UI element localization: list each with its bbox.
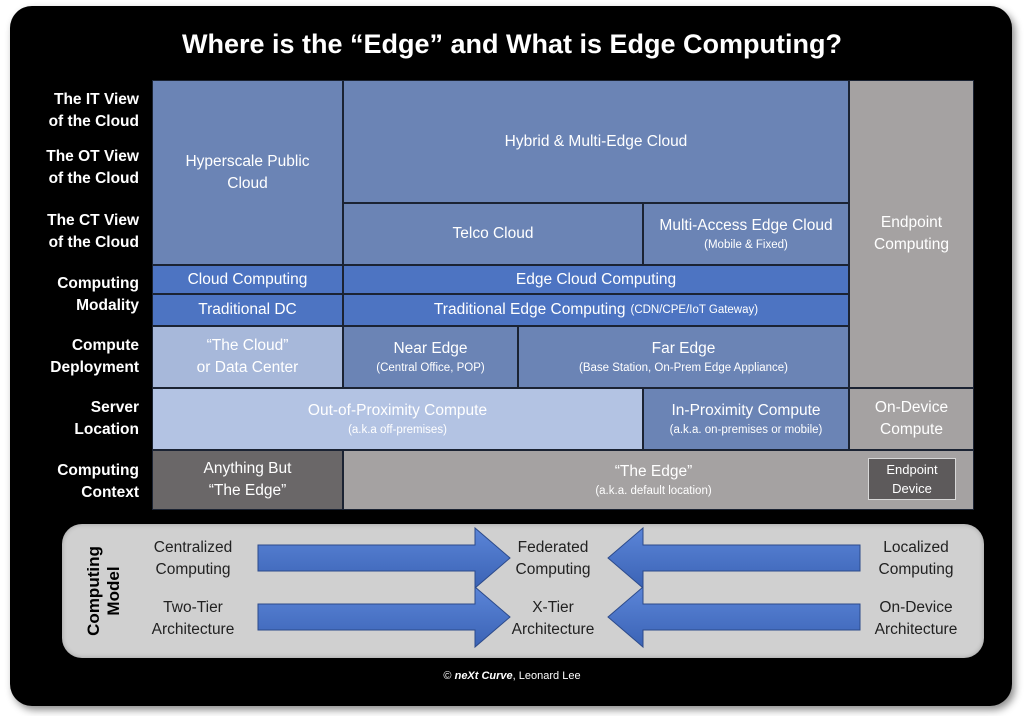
copyright-notice: © neXt Curve, Leonard Lee [443,670,581,682]
cell-hyperscale-public-cloud: Hyperscale Public Cloud [152,80,343,265]
arrow-on-device-to-x-tier [607,585,861,649]
cell-on-device-compute: On-Device Compute [849,388,974,450]
arrow-centralized-to-federated [257,526,511,590]
cell-cloud-computing: Cloud Computing [152,265,343,294]
brand-name: neXt Curve [454,670,513,682]
cell-far-edge: Far Edge (Base Station, On-Prem Edge App… [518,326,849,388]
endpoint-device-box: Endpoint Device [868,458,956,500]
cell-edge-cloud-computing: Edge Cloud Computing [343,265,849,294]
cell-the-cloud-or-data-center: “The Cloud” or Data Center [152,326,343,388]
row-label-it-view: The IT View of the Cloud [48,91,139,130]
row-label-ot-view: The OT View of the Cloud [46,148,139,187]
cell-hybrid-multi-edge-cloud: Hybrid & Multi-Edge Cloud [343,80,849,203]
arrow-localized-to-federated [607,526,861,590]
cell-endpoint-computing: Endpoint Computing [849,80,974,388]
cell-anything-but-the-edge: Anything But “The Edge” [152,450,343,510]
cell-traditional-edge-computing: Traditional Edge Computing (CDN/CPE/IoT … [343,294,849,326]
cell-near-edge: Near Edge (Central Office, POP) [343,326,518,388]
row-label-ct-view: The CT View of the Cloud [47,212,139,251]
arrow-two-tier-to-x-tier [257,585,511,649]
row-label-computing-context: Computing Context [57,462,139,501]
diagram-title: Where is the “Edge” and What is Edge Com… [181,29,843,59]
cell-traditional-dc: Traditional DC [152,294,343,326]
on-device-architecture-label: On-Device Architecture [874,599,958,638]
cell-multi-access-edge-cloud: Multi-Access Edge Cloud (Mobile & Fixed) [643,203,849,265]
cell-out-of-proximity-compute: Out-of-Proximity Compute (a.k.a off-prem… [152,388,643,450]
cell-in-proximity-compute: In-Proximity Compute (a.k.a. on-premises… [643,388,849,450]
row-label-computing-modality: Computing Modality [57,275,139,314]
two-tier-architecture-label: Two-Tier Architecture [151,599,235,638]
localized-computing-label: Localized Computing [878,539,954,578]
row-label-server-location: Server Location [74,399,139,438]
x-tier-architecture-label: X-Tier Architecture [511,599,595,638]
centralized-computing-label: Centralized Computing [153,539,233,578]
row-label-compute-deployment: Compute Deployment [50,337,139,376]
federated-computing-label: Federated Computing [515,539,591,578]
cell-telco-cloud: Telco Cloud [343,203,643,265]
